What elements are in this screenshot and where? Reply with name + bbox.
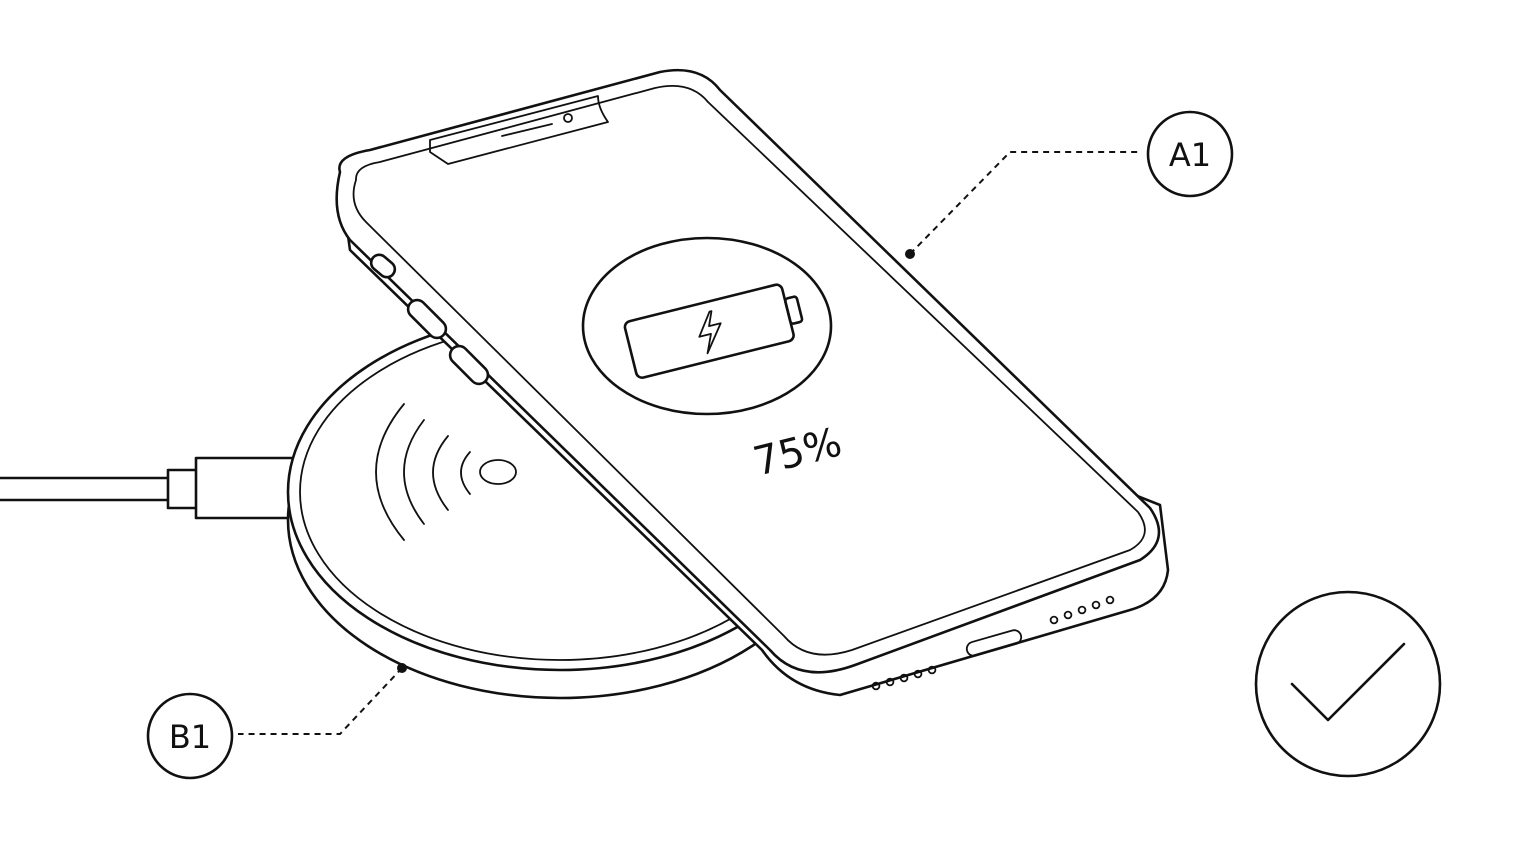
smartphone: 75%: [335, 68, 1170, 697]
callout-b1: B1: [146, 663, 407, 780]
side-buttons: [369, 253, 490, 386]
usb-cable: [0, 456, 302, 520]
lightning-bolt-icon: [698, 310, 722, 355]
success-circle: [1254, 590, 1442, 778]
success-status: [1254, 590, 1442, 778]
bottom-speaker-grille: [871, 595, 1115, 691]
battery-status-badge: [581, 236, 833, 416]
callout-label-a1: A1: [1169, 136, 1211, 174]
callout-a1: A1: [905, 110, 1234, 259]
callout-label-b1: B1: [169, 718, 211, 756]
wireless-waves-icon: [375, 403, 517, 541]
checkmark-icon: [1290, 642, 1406, 722]
